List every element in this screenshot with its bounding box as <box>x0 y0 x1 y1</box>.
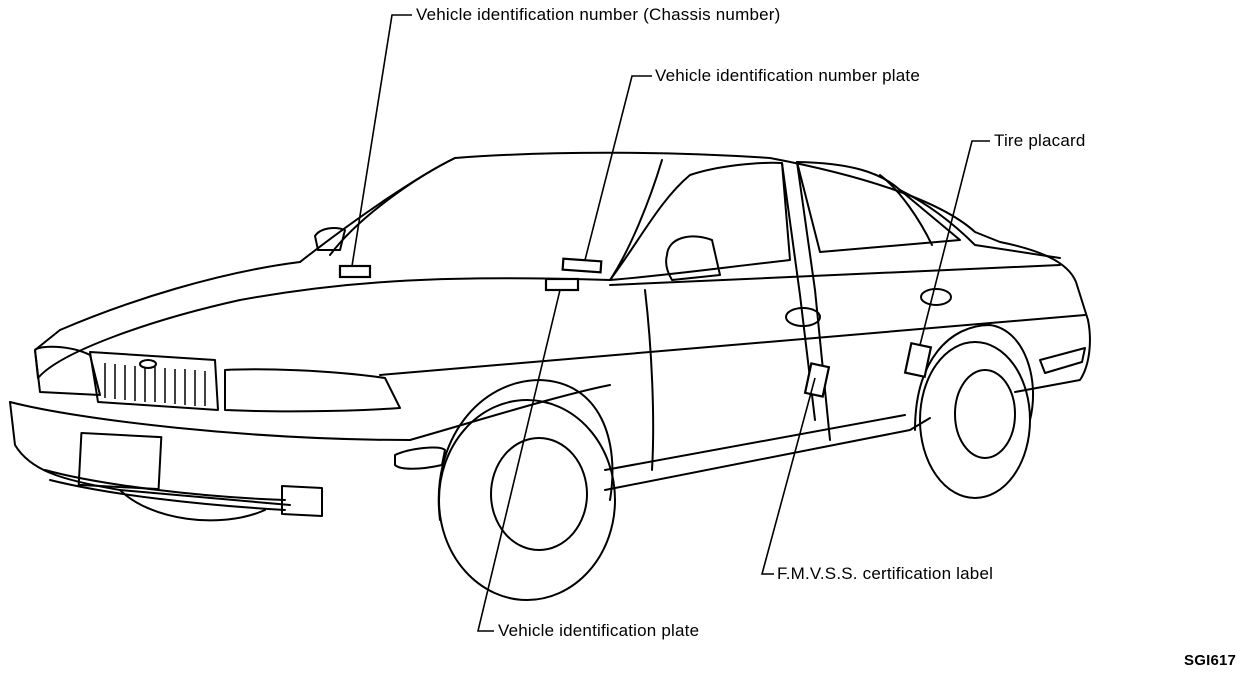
label-fmvss-certification: F.M.V.S.S. certification label <box>777 564 993 584</box>
label-vehicle-id-plate: Vehicle identification plate <box>498 621 699 641</box>
front-wheel <box>439 380 615 600</box>
label-vin-plate: Vehicle identification number plate <box>655 66 920 86</box>
grille <box>105 360 205 406</box>
figure-code: SGI617 <box>1184 652 1236 669</box>
label-tire-placard: Tire placard <box>994 131 1086 151</box>
vin-plate-marker <box>563 259 602 273</box>
car-body <box>10 153 1090 521</box>
label-vin-chassis: Vehicle identification number (Chassis n… <box>416 5 780 25</box>
vin-chassis-marker <box>340 266 370 277</box>
tire-placard-marker <box>905 343 931 377</box>
rear-wheel <box>915 325 1033 498</box>
leader-lines <box>352 15 990 631</box>
vehicle-id-plate-marker <box>546 279 578 290</box>
